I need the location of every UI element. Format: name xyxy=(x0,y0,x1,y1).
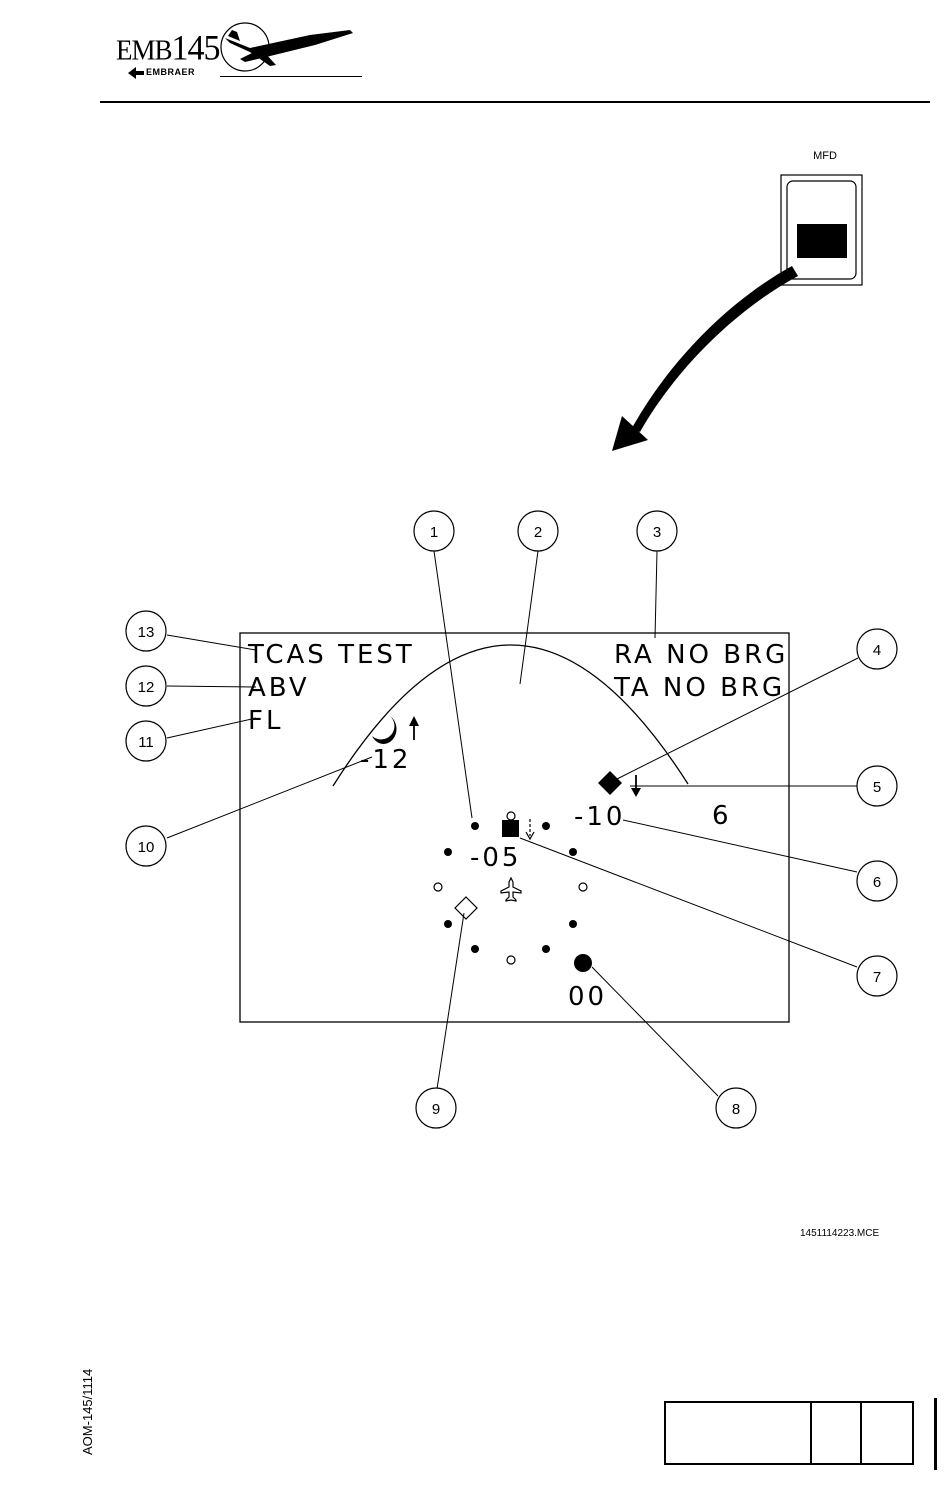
traffic-2-altitude: -10 xyxy=(574,802,625,832)
callout-10: 10 xyxy=(126,826,166,866)
proximate-traffic-symbol xyxy=(372,716,396,744)
callout-5: 5 xyxy=(857,766,897,806)
svg-text:1: 1 xyxy=(430,524,438,541)
callout-3: 3 xyxy=(637,511,677,551)
callout-11: 11 xyxy=(126,721,166,761)
svg-text:3: 3 xyxy=(653,524,661,541)
callout-1: 1 xyxy=(414,511,454,551)
callout-7: 7 xyxy=(857,956,897,996)
filled-circle-traffic-symbol xyxy=(574,954,592,972)
ta-status: TA NO BRG xyxy=(613,673,785,703)
callout-9: 9 xyxy=(416,1088,456,1128)
mode-label: ABV xyxy=(248,673,310,703)
revision-box xyxy=(664,1401,914,1465)
svg-text:8: 8 xyxy=(732,1101,740,1118)
filled-diamond-traffic-symbol xyxy=(598,771,622,795)
svg-text:5: 5 xyxy=(873,779,881,796)
svg-text:10: 10 xyxy=(138,839,155,856)
callout-6: 6 xyxy=(857,861,897,901)
up-arrow-icon xyxy=(409,716,419,740)
pointer-arrow xyxy=(612,266,798,451)
doc-id: AOM-145/1114 xyxy=(80,1369,95,1455)
range-label: 6 xyxy=(712,801,732,831)
svg-text:13: 13 xyxy=(138,624,155,641)
traffic-1-altitude: -12 xyxy=(360,745,411,775)
svg-text:4: 4 xyxy=(873,642,881,659)
tcas-test-label: TCAS TEST xyxy=(247,640,415,670)
hollow-diamond-traffic-symbol xyxy=(455,897,477,919)
callout-8: 8 xyxy=(716,1088,756,1128)
altitude-mode-label: FL xyxy=(248,706,283,736)
callout-13: 13 xyxy=(126,611,166,651)
svg-text:7: 7 xyxy=(873,969,881,986)
ra-status: RA NO BRG xyxy=(614,640,788,670)
doc-id-container: AOM-145/1114 xyxy=(80,1345,98,1455)
image-code: 1451114223.MCE xyxy=(800,1228,879,1239)
own-aircraft-icon xyxy=(501,878,521,901)
revision-cell-page xyxy=(810,1403,860,1463)
svg-text:6: 6 xyxy=(873,874,881,891)
svg-text:11: 11 xyxy=(138,734,154,751)
svg-text:2: 2 xyxy=(534,524,542,541)
callout-2: 2 xyxy=(518,511,558,551)
svg-text:12: 12 xyxy=(138,679,155,696)
callout-4: 4 xyxy=(857,629,897,669)
svg-text:9: 9 xyxy=(432,1101,440,1118)
revision-bar xyxy=(934,1398,937,1470)
revision-cell-rev xyxy=(860,1403,910,1463)
callout-12: 12 xyxy=(126,666,166,706)
traffic-4-altitude: 00 xyxy=(568,982,607,1012)
filled-square-traffic-symbol xyxy=(502,820,519,837)
dashed-down-arrow-icon xyxy=(526,819,534,839)
traffic-3-altitude: -05 xyxy=(470,843,521,873)
